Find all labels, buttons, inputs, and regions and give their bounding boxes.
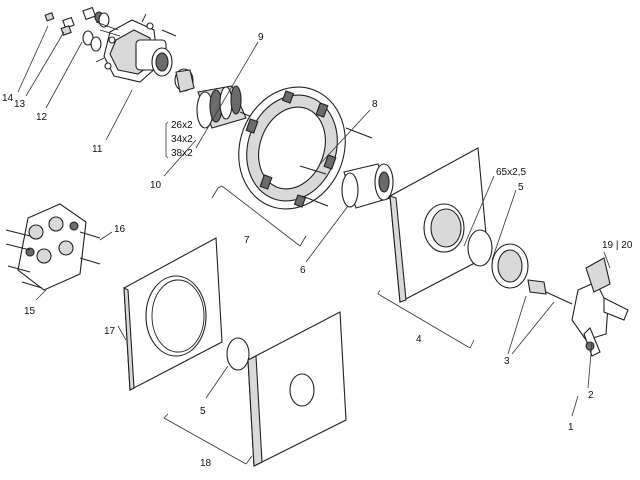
- label-13: 13: [14, 99, 26, 110]
- valve-housing: [95, 13, 173, 83]
- front-plate-18: [247, 311, 347, 467]
- label-7: 7: [244, 235, 250, 246]
- label-12: 12: [36, 112, 48, 123]
- label-5-right: 5: [518, 182, 524, 193]
- square-frame-17: [123, 237, 223, 391]
- thermostat-cartridge: [196, 85, 255, 129]
- label-oring-34x2: 34x2: [171, 134, 193, 145]
- o-ring-5-lower: [226, 337, 250, 371]
- extension-sleeve: [341, 163, 394, 209]
- cover-plate-ring: [238, 86, 346, 210]
- label-oring-65x2-5: 65x2,5: [496, 167, 526, 178]
- washer-5-right: [491, 243, 529, 289]
- label-11: 11: [92, 144, 103, 155]
- label-8: 8: [372, 99, 378, 110]
- label-4: 4: [416, 334, 422, 345]
- label-9: 9: [258, 32, 264, 43]
- screw-top: [161, 29, 177, 37]
- label-15: 15: [24, 306, 36, 317]
- label-1: 1: [568, 422, 574, 433]
- label-oring-26x2: 26x2: [171, 120, 193, 131]
- label-16: 16: [114, 224, 126, 235]
- connector-sleeve: [174, 68, 195, 93]
- spindle-adapter: [527, 279, 573, 305]
- mounting-plate-15: [5, 203, 101, 291]
- label-10: 10: [150, 180, 162, 191]
- screws-8: [299, 127, 373, 207]
- leader-lines: [17, 25, 611, 465]
- label-18: 18: [200, 458, 212, 469]
- small-plugs-group: [44, 6, 104, 36]
- o-rings-12-group: [82, 12, 110, 52]
- label-5-lower: 5: [200, 406, 206, 417]
- label-17: 17: [104, 326, 116, 337]
- label-6: 6: [300, 265, 306, 276]
- label-2: 2: [588, 390, 594, 401]
- cross-handle: [571, 257, 629, 357]
- square-plate-4: [389, 147, 489, 303]
- o-ring-65x2-5: [467, 229, 493, 267]
- label-oring-38x2: 38x2: [171, 148, 193, 159]
- label-3: 3: [504, 356, 510, 367]
- label-14: 14: [2, 93, 14, 104]
- label-19-20: 19 | 20: [602, 240, 633, 251]
